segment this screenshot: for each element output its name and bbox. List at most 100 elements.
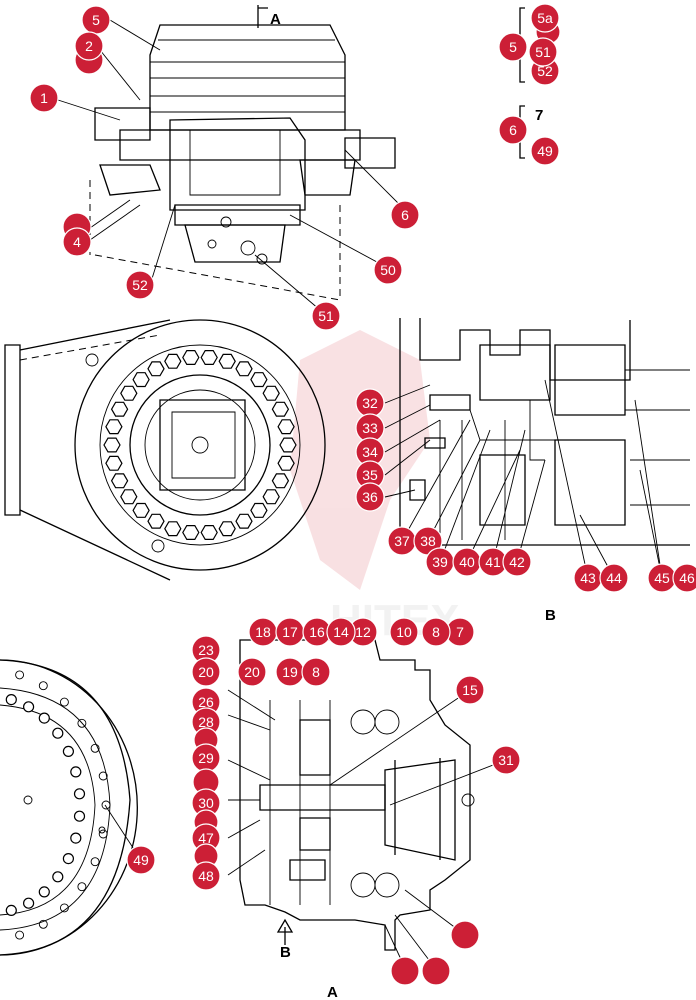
callout-5-top: 5 [81,5,111,35]
callout-49 [450,920,480,950]
callout-12: 16 [302,617,332,647]
flange-bolt [110,401,129,417]
svg-text:44: 44 [606,570,622,586]
svg-text:17: 17 [282,624,298,640]
callout-16: 19 [275,657,305,687]
flange-bolt [147,513,165,529]
svg-text:32: 32 [362,395,378,411]
svg-text:12: 12 [355,624,371,640]
flange-bolt [235,361,253,377]
callout-14: 17 [275,617,305,647]
svg-text:20: 20 [244,664,260,680]
callout-42: 42 [502,547,532,577]
svg-text:19: 19 [282,664,298,680]
callout-34: 34 [355,437,385,467]
callout-46: 46 [672,563,696,593]
legend-bubble-5: 5 [498,32,528,62]
svg-text:10: 10 [396,624,412,640]
legend-bubble-6: 6 [498,115,528,145]
svg-text:8: 8 [312,664,320,680]
disc-bolt [59,697,69,707]
svg-text:31: 31 [498,752,514,768]
flange-bolt [271,473,290,489]
disc-bolt [90,857,100,867]
disc-inner-bolt [70,832,82,844]
callout-8-mid: 8 [301,657,331,687]
flange-bolt [132,372,150,388]
callout-31: 49 [126,845,156,875]
flange-bolt [218,521,236,537]
callout-36: 36 [355,482,385,512]
callout-17-left: 20 [191,657,221,687]
flange-bolt [250,502,268,518]
disc-inner-bolt [38,712,50,724]
flange-bolt [250,372,268,388]
svg-text:38: 38 [420,533,436,549]
flange-bolt [200,350,218,365]
svg-text:23: 23 [198,642,214,658]
section-a: B A [239,639,475,1000]
legend-bubble-51: 51 [528,37,558,67]
view-label-a-bottom: A [327,984,338,1000]
callout-38: 38 [413,526,443,556]
svg-text:4: 4 [73,234,81,250]
callout-30: 48 [191,861,221,891]
svg-text:43: 43 [580,570,596,586]
disc-bolt [98,771,108,781]
disc-inner-bolt [23,897,35,909]
callout-45: 45 [647,563,677,593]
callout-9: 10 [389,617,419,647]
svg-text:20: 20 [198,664,214,680]
callout-37: 37 [387,526,417,556]
svg-text:8: 8 [432,624,440,640]
callout-43: 43 [573,563,603,593]
disc-inner-bolt [73,810,86,822]
disc-bolt [90,743,100,753]
svg-text:14: 14 [333,624,349,640]
flange-bolt [200,524,218,541]
disc-inner-bolt [23,701,35,713]
svg-text:39: 39 [432,554,448,570]
svg-text:50: 50 [380,262,396,278]
svg-text:30: 30 [198,795,214,811]
svg-text:5a: 5a [537,10,553,26]
callout-35: 35 [355,460,385,490]
flange-bolt [105,419,123,435]
svg-text:6: 6 [509,122,517,138]
disc-bolt [38,919,48,929]
svg-text:35: 35 [362,467,378,483]
svg-text:51: 51 [318,308,334,324]
svg-text:51: 51 [535,44,551,60]
flange-bolt [132,502,150,518]
disc-inner-bolt [52,871,64,883]
svg-text:1: 1 [40,90,48,106]
callout-41: 41 [478,547,508,577]
disc-bolt [101,800,111,810]
flange-bolt [262,489,280,505]
flange-bolt [235,513,253,529]
callouts: 5 2 1 4 6 50 52 51 5 52 5a 51 6 49 32 33… [29,3,696,986]
callout-20: 28 [191,707,221,737]
svg-text:28: 28 [198,714,214,730]
callout-15: 18 [248,617,278,647]
view-label-b-bottom: B [280,944,291,961]
svg-text:45: 45 [654,570,670,586]
flange-bolt [279,437,297,453]
svg-text:36: 36 [362,489,378,505]
disc-bolt [59,903,69,913]
disc-bolt [98,829,108,839]
svg-text:2: 2 [85,38,93,54]
flange-bolt [103,437,121,453]
flange-bolt [182,524,200,541]
flange-bolt [262,385,280,401]
disc-inner-bolt [52,727,64,739]
callout-33: 33 [355,413,385,443]
legend-bubble-49: 49 [530,136,560,166]
svg-text:52: 52 [537,63,553,79]
flange-bolt [271,401,290,417]
svg-text:34: 34 [362,444,378,460]
flange-bolt [277,455,295,471]
disc-inner-bolt [62,745,75,758]
disc-bolt [38,681,48,691]
